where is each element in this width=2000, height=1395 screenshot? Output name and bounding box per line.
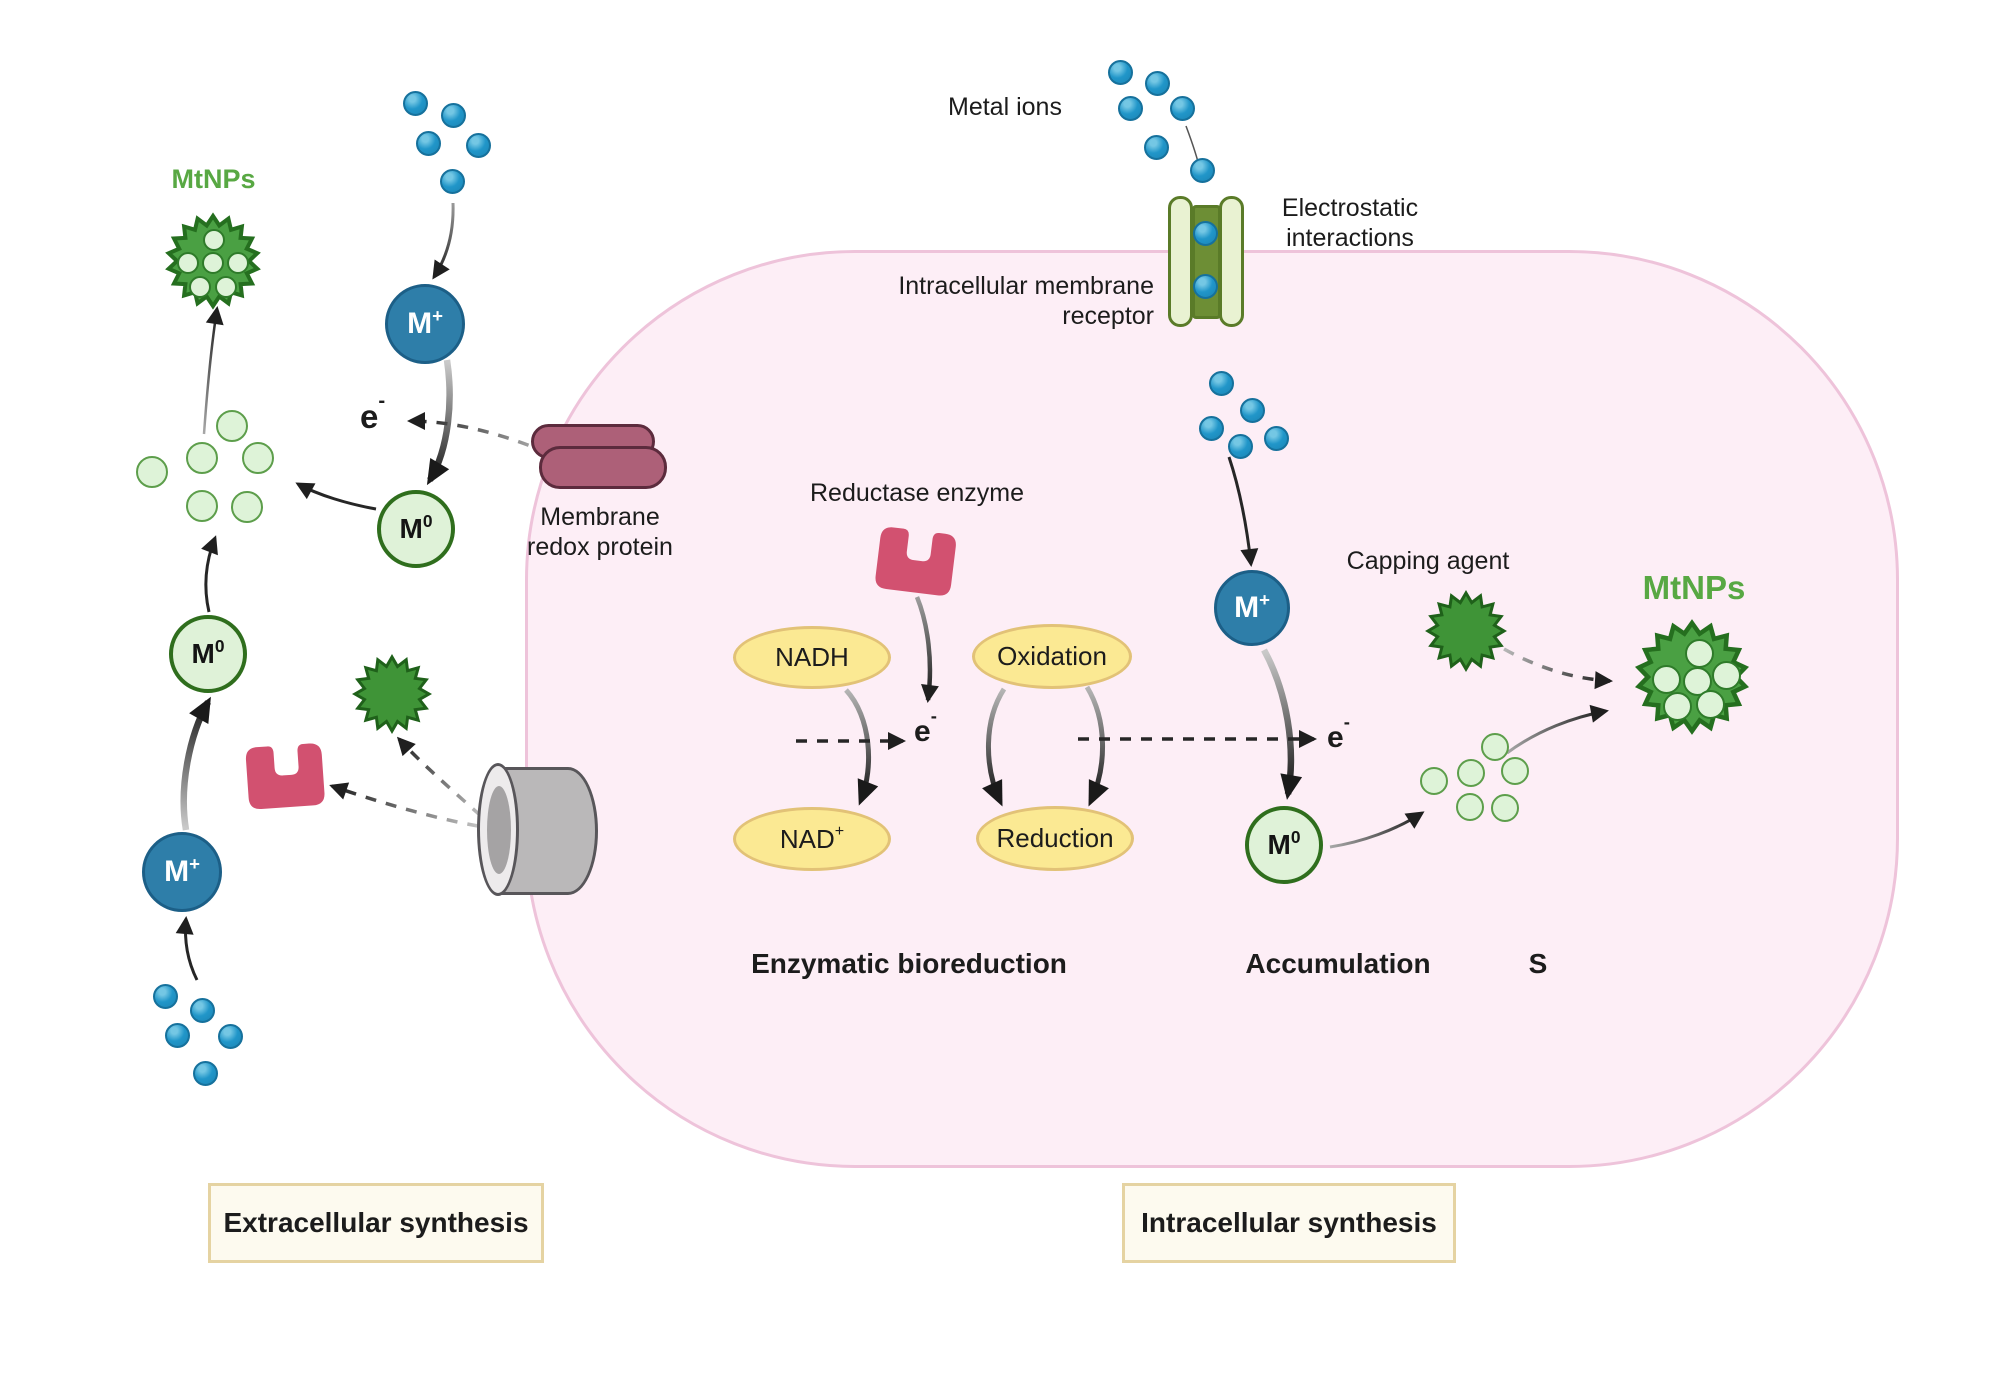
nanoparticle-core-icon: [1652, 665, 1681, 694]
metal-ion-icon: [466, 133, 491, 158]
metal-ion-icon: [1193, 221, 1218, 246]
metal-ion-icon: [1209, 371, 1234, 396]
metal-ion-icon: [153, 984, 178, 1009]
nanoparticle-core-icon: [215, 276, 237, 298]
m-plus-ion: M+: [142, 832, 222, 912]
capping-agent-label: Capping agent: [1346, 547, 1510, 575]
metal-ion-icon: [1170, 96, 1195, 121]
reduced-atom-icon: [1481, 733, 1509, 761]
metal-ion-icon: [193, 1061, 218, 1086]
nanoparticle-core-icon: [1685, 639, 1714, 668]
metal-ion-icon: [1145, 71, 1170, 96]
nad-plus-ellipse: NAD+: [733, 807, 891, 871]
metal-ions-label: Metal ions: [948, 93, 1062, 121]
metal-ion-icon: [441, 103, 466, 128]
metal-ion-icon: [1228, 434, 1253, 459]
metal-ion-icon: [440, 169, 465, 194]
membrane-redox-protein-icon: [539, 446, 667, 489]
m-plus-ion: M+: [385, 284, 465, 364]
nanoparticle-core-icon: [1663, 692, 1692, 721]
capping-agent-icon: [352, 654, 432, 734]
nanoparticle-core-icon: [189, 276, 211, 298]
mtnps-label-left: MtNPs: [171, 164, 256, 194]
metal-ion-icon: [1264, 426, 1289, 451]
metal-ion-icon: [403, 91, 428, 116]
metal-ion-icon: [190, 998, 215, 1023]
electron-label: e-: [914, 704, 937, 748]
reduced-atom-icon: [1420, 767, 1448, 795]
reduced-atom-icon: [186, 490, 218, 522]
metal-ion-icon: [1199, 416, 1224, 441]
reduced-atom-icon: [1456, 793, 1484, 821]
metal-ion-icon: [1118, 96, 1143, 121]
capping-agent-icon: [1425, 590, 1507, 672]
arrow-pore-to-enzyme: [329, 782, 479, 828]
oxidation-ellipse: Oxidation: [972, 624, 1132, 689]
secretion-pore-hole-icon: [487, 786, 511, 874]
intracellular-synthesis-box: Intracellular synthesis: [1122, 1183, 1456, 1263]
metal-ion-icon: [165, 1023, 190, 1048]
mtnps-label-right: MtNPs: [1642, 569, 1746, 606]
arrow-mplus-to-mzero-left: [426, 359, 453, 486]
reduced-atom-icon: [1491, 794, 1519, 822]
membrane-receptor-icon: [1168, 196, 1193, 327]
reductase-enzyme-icon: [245, 743, 325, 810]
arrow-mzero2-to-cluster-left: [201, 535, 218, 613]
arrow-mzero-to-cluster-left: [295, 482, 377, 511]
reduced-atom-icon: [1457, 759, 1485, 787]
reduced-atom-icon: [186, 442, 218, 474]
metal-ion-icon: [218, 1024, 243, 1049]
arrow-mplus-to-mzero-bottomleft: [180, 696, 211, 831]
metal-ion-icon: [1144, 135, 1169, 160]
reduced-atom-icon: [242, 442, 274, 474]
reduced-atom-icon: [136, 456, 168, 488]
arrow-cluster-to-mtnp-left: [202, 306, 224, 435]
electron-label: e-: [1327, 710, 1350, 754]
membrane-receptor-icon: [1219, 196, 1244, 327]
reduced-atom-icon: [1501, 757, 1529, 785]
nanoparticle-core-icon: [227, 252, 249, 274]
s-label: S: [1528, 948, 1548, 979]
arrow-ions-to-mplus-bottomleft: [175, 916, 199, 981]
metal-ion-icon: [1108, 60, 1133, 85]
accumulation-label: Accumulation: [1245, 948, 1431, 979]
enzymatic-bioreduction-label: Enzymatic bioreduction: [751, 948, 1067, 979]
metal-ion-icon: [416, 131, 441, 156]
extracellular-synthesis-box: Extracellular synthesis: [208, 1183, 544, 1263]
reduced-atom-icon: [216, 410, 248, 442]
arrow-pore-to-cappingagent: [396, 736, 483, 818]
nanoparticle-core-icon: [203, 229, 225, 251]
metal-ion-icon: [1190, 158, 1215, 183]
arrow-ions-to-mplus-topleft: [432, 202, 455, 280]
nadh-ellipse: NADH: [733, 626, 891, 689]
arrow-redoxprotein-to-electron: [407, 412, 549, 455]
electron-label: e-: [360, 388, 386, 435]
reductase-enzyme-label: Reductase enzyme: [809, 479, 1024, 507]
nanoparticle-core-icon: [1683, 667, 1712, 696]
metal-ion-icon: [1240, 398, 1265, 423]
nanoparticle-core-icon: [177, 252, 199, 274]
metal-ion-icon: [1193, 274, 1218, 299]
reduction-ellipse: Reduction: [976, 806, 1134, 871]
nanoparticle-core-icon: [1696, 690, 1725, 719]
nanoparticle-core-icon: [202, 252, 224, 274]
reduced-atom-icon: [231, 491, 263, 523]
m-plus-ion: M+: [1214, 570, 1290, 646]
nanoparticle-core-icon: [1712, 661, 1741, 690]
